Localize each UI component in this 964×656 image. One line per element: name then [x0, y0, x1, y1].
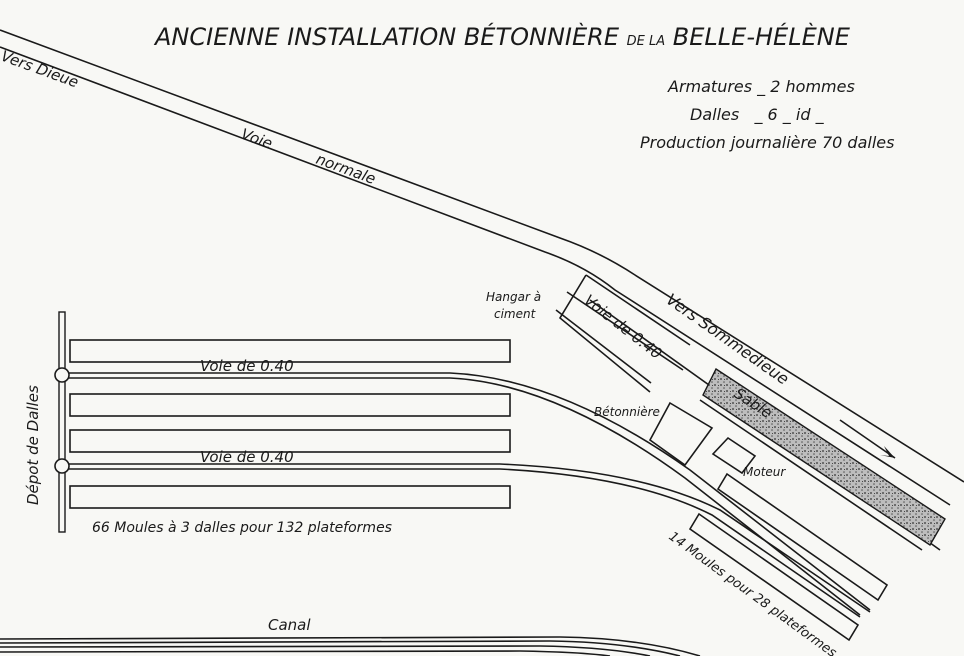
shed-rail-top [566, 291, 684, 371]
voie-normale-rail-top [0, 29, 964, 483]
turntable-bottom-icon [54, 458, 70, 474]
label-moules-66: 66 Moules à 3 dalles pour 132 plateforme… [92, 520, 392, 536]
canal-bank-1 [0, 636, 701, 656]
sable-edge [699, 399, 923, 551]
moule-row-2 [69, 393, 511, 417]
label-moules-14: 14 Moules pour 28 plateformes [666, 529, 840, 656]
shed-rail-inner [555, 309, 652, 384]
title: ANCIENNE INSTALLATION BÉTONNIÈRE DE LA B… [153, 22, 851, 51]
canal-bank-3 [0, 645, 651, 656]
canal-bank-2 [0, 640, 681, 656]
label-shed-voie: Voie de 0.40 [581, 291, 666, 363]
arrow-head-icon [880, 446, 895, 458]
label-voie-top: Voie de 0.40 [200, 357, 294, 375]
label-moteur: Moteur [743, 465, 786, 479]
betonniere-box [648, 401, 714, 467]
voie-normale-rail-bottom [0, 46, 951, 506]
label-depot: Dépot de Dalles [24, 385, 42, 505]
moteur-box [711, 436, 757, 475]
hangar-roof-line [585, 274, 691, 346]
legend-production: Production journalière 70 dalles [640, 133, 894, 152]
track-040-bottom-a [62, 463, 871, 613]
sable-stockpile [702, 367, 946, 546]
label-hangar-1: Hangar à [486, 290, 541, 304]
moule-row-3 [69, 429, 511, 453]
moule-row-4 [69, 485, 511, 509]
legend-armatures: Armatures _ 2 hommes [667, 77, 855, 97]
hangar-outline [558, 274, 651, 393]
label-betonniere: Bétonnière [594, 405, 660, 419]
track-040-bottom-b [62, 468, 861, 618]
label-hangar-2: ciment [494, 307, 537, 321]
direction-arrow [839, 419, 896, 459]
label-voie-bottom: Voie de 0.40 [200, 448, 294, 466]
label-voie: Voie [239, 125, 275, 153]
moule-diagonal-2 [688, 512, 860, 642]
canal-bank-4 [0, 650, 611, 656]
track-040-top-a [62, 372, 871, 611]
label-canal: Canal [268, 616, 311, 634]
depot-bar [58, 311, 66, 533]
moule-diagonal-1 [716, 472, 889, 602]
track-040-top-b [62, 377, 861, 616]
moule-row-1 [69, 339, 511, 363]
label-vers-dieue: Vers Dieue [0, 47, 81, 92]
label-normale: normale [314, 150, 378, 188]
turntable-top-icon [54, 367, 70, 383]
legend-dalles: Dalles _ 6 _ id _ [690, 105, 825, 125]
